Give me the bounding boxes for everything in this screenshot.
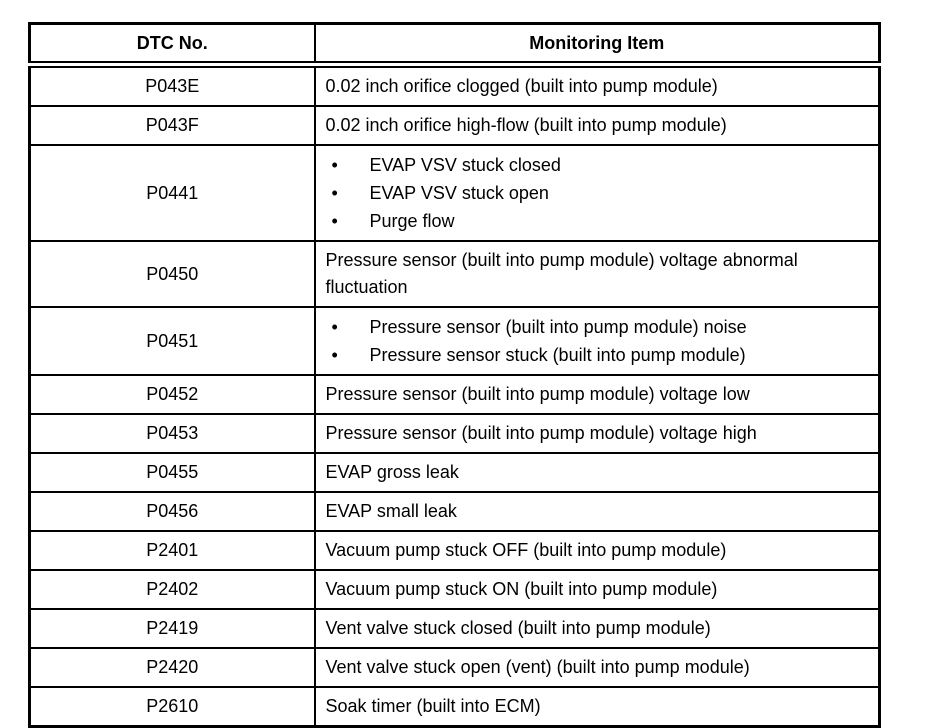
table-row: P2420 Vent valve stuck open (vent) (built… [28,647,881,688]
dtc-code: P2419 [28,608,316,649]
dtc-code: P2610 [28,686,316,728]
dtc-code: P0452 [28,374,316,415]
dtc-code: P2420 [28,647,316,688]
table-header-row: DTC No. Monitoring Item [28,22,881,68]
monitoring-item-text: EVAP small leak [325,501,457,521]
bullet-list: EVAP VSV stuck closedEVAP VSV stuck open… [326,151,871,235]
bullet-item: EVAP VSV stuck open [326,179,871,207]
dtc-code: P0455 [28,452,316,493]
dtc-code: P2401 [28,530,316,571]
dtc-code: P0451 [28,306,316,376]
dtc-code: P0441 [28,144,316,242]
monitoring-item-text: Vent valve stuck closed (built into pump… [325,618,711,638]
monitoring-item-cell: EVAP small leak [313,491,881,532]
monitoring-item-text: 0.02 inch orifice high-flow (built into … [325,115,727,135]
bullet-item: Purge flow [326,207,871,235]
monitoring-item-cell: 0.02 inch orifice high-flow (built into … [313,105,881,146]
table-body: P043E 0.02 inch orifice clogged (built in… [28,63,881,728]
monitoring-item-cell: Soak timer (built into ECM) [313,686,881,728]
dtc-code: P043E [28,63,316,107]
dtc-code: P043F [28,105,316,146]
table-row: P043F 0.02 inch orifice high-flow (built … [28,105,881,146]
monitoring-item-cell: Vacuum pump stuck ON (built into pump mo… [313,569,881,610]
table-row: P0451 Pressure sensor (built into pump mo… [28,306,881,376]
monitoring-item-cell: EVAP gross leak [313,452,881,493]
monitoring-item-text: Vent valve stuck open (vent) (built into… [325,657,750,677]
header-dtc-no: DTC No. [28,22,316,68]
bullet-item: Pressure sensor (built into pump module)… [326,313,871,341]
monitoring-item-text: Pressure sensor (built into pump module)… [325,250,798,297]
monitoring-item-cell: EVAP VSV stuck closedEVAP VSV stuck open… [313,144,881,242]
header-monitoring-item: Monitoring Item [313,22,881,68]
monitoring-item-cell: Vent valve stuck closed (built into pump… [313,608,881,649]
dtc-code: P2402 [28,569,316,610]
monitoring-item-cell: Pressure sensor (built into pump module)… [313,306,881,376]
table-row: P0452 Pressure sensor (built into pump mo… [28,374,881,415]
dtc-code: P0456 [28,491,316,532]
bullet-item: Pressure sensor stuck (built into pump m… [326,341,871,369]
table-row: P043E 0.02 inch orifice clogged (built in… [28,63,881,107]
monitoring-item-text: 0.02 inch orifice clogged (built into pu… [325,76,718,96]
table-row: P2419 Vent valve stuck closed (built into… [28,608,881,649]
table-row: P0456 EVAP small leak [28,491,881,532]
bullet-list: Pressure sensor (built into pump module)… [326,313,871,369]
bullet-item: EVAP VSV stuck closed [326,151,871,179]
table-row: P0453 Pressure sensor (built into pump mo… [28,413,881,454]
dtc-code: P0450 [28,240,316,308]
monitoring-item-text: EVAP gross leak [325,462,459,482]
monitoring-item-text: Pressure sensor (built into pump module)… [325,384,750,404]
monitoring-item-text: Pressure sensor (built into pump module)… [325,423,757,443]
monitoring-item-cell: Pressure sensor (built into pump module)… [313,413,881,454]
table-row: P0441EVAP VSV stuck closedEVAP VSV stuck… [28,144,881,242]
table-row: P2401 Vacuum pump stuck OFF (built into p… [28,530,881,571]
table-row: P2610 Soak timer (built into ECM) [28,686,881,728]
monitoring-item-cell: Pressure sensor (built into pump module)… [313,240,881,308]
monitoring-item-text: Vacuum pump stuck OFF (built into pump m… [325,540,727,560]
monitoring-item-cell: Vacuum pump stuck OFF (built into pump m… [313,530,881,571]
monitoring-item-text: Vacuum pump stuck ON (built into pump mo… [325,579,718,599]
dtc-code: P0453 [28,413,316,454]
monitoring-item-cell: Pressure sensor (built into pump module)… [313,374,881,415]
table-row: P0455 EVAP gross leak [28,452,881,493]
monitoring-item-cell: 0.02 inch orifice clogged (built into pu… [313,63,881,107]
table-row: P2402 Vacuum pump stuck ON (built into pu… [28,569,881,610]
monitoring-item-text: Soak timer (built into ECM) [325,696,541,716]
monitoring-item-cell: Vent valve stuck open (vent) (built into… [313,647,881,688]
dtc-table: DTC No. Monitoring Item P043E 0.02 inch o… [28,22,881,728]
